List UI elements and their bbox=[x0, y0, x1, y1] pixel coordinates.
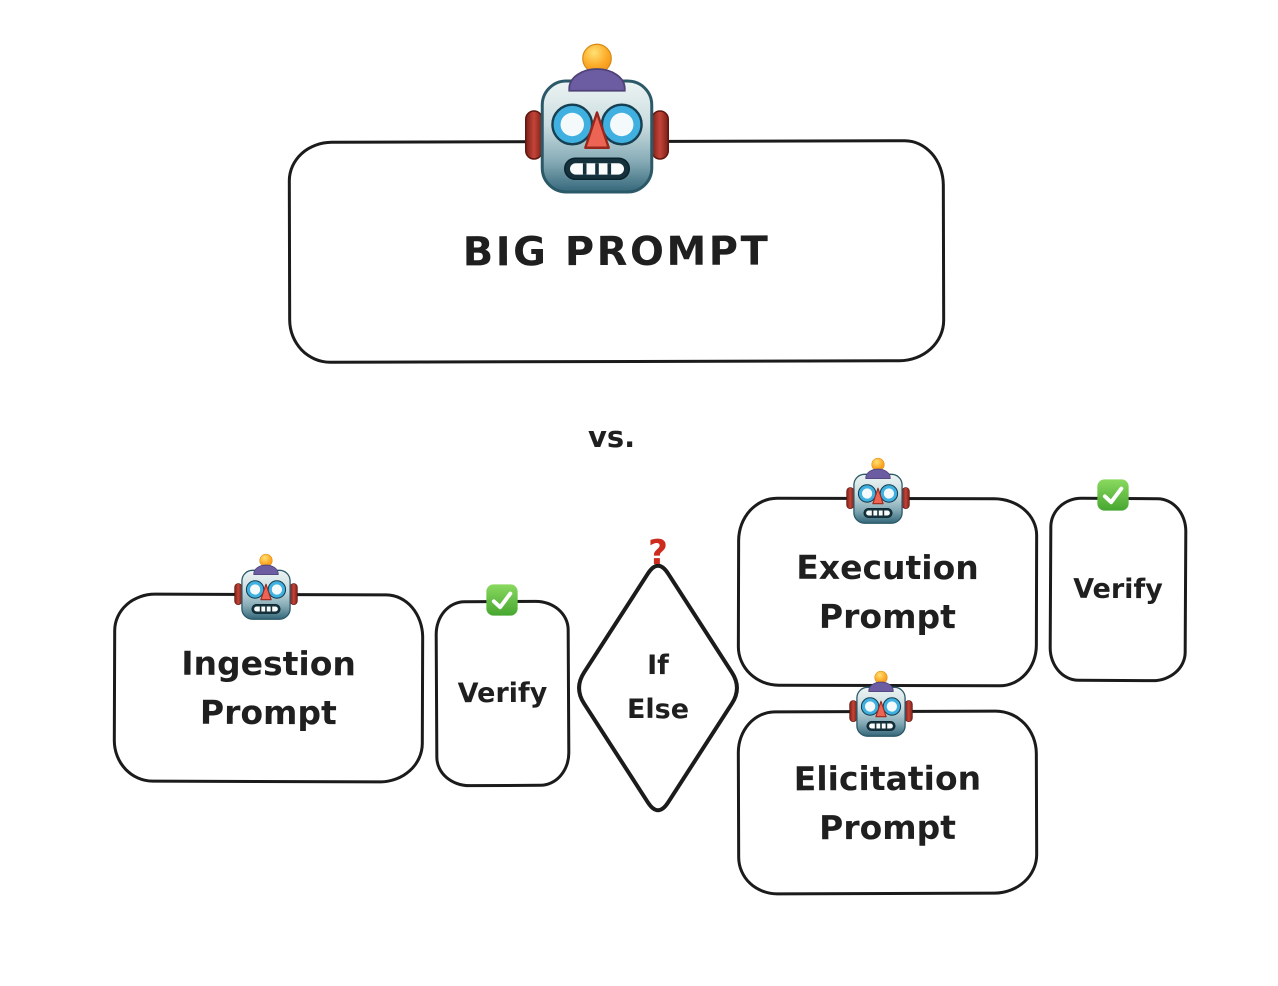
vs-divider-label: vs. bbox=[588, 420, 636, 454]
verify-ingestion-box: Verify bbox=[434, 599, 571, 788]
ingestion-prompt-label-line2: Prompt bbox=[199, 692, 337, 733]
check-mark-icon bbox=[485, 583, 519, 617]
verify-ingestion-label: Verify bbox=[457, 677, 548, 710]
robot-icon bbox=[845, 457, 911, 526]
if-else-label-line1: If bbox=[647, 650, 669, 681]
execution-prompt-label-line1: Execution bbox=[796, 547, 979, 588]
if-else-label: If Else bbox=[564, 544, 752, 832]
elicitation-prompt-label-line2: Prompt bbox=[819, 807, 957, 847]
if-else-label-line2: Else bbox=[626, 694, 690, 725]
big-prompt-label: BIG PROMPT bbox=[462, 228, 771, 275]
robot-icon bbox=[522, 42, 672, 198]
execution-prompt-label-line2: Prompt bbox=[818, 596, 956, 637]
verify-execution-box: Verify bbox=[1048, 496, 1188, 683]
elicitation-prompt-label: Elicitation Prompt bbox=[794, 753, 982, 852]
robot-icon bbox=[233, 553, 299, 622]
verify-execution-label: Verify bbox=[1073, 573, 1163, 606]
check-mark-icon bbox=[1096, 478, 1130, 512]
ingestion-prompt-label: Ingestion Prompt bbox=[181, 639, 356, 738]
ingestion-prompt-label-line1: Ingestion bbox=[181, 643, 356, 684]
if-else-decision-diamond bbox=[577, 563, 739, 813]
robot-icon bbox=[848, 670, 914, 739]
question-mark-label: ? bbox=[648, 533, 668, 573]
execution-prompt-label: Execution Prompt bbox=[796, 543, 979, 641]
elicitation-prompt-label-line1: Elicitation bbox=[793, 758, 982, 798]
